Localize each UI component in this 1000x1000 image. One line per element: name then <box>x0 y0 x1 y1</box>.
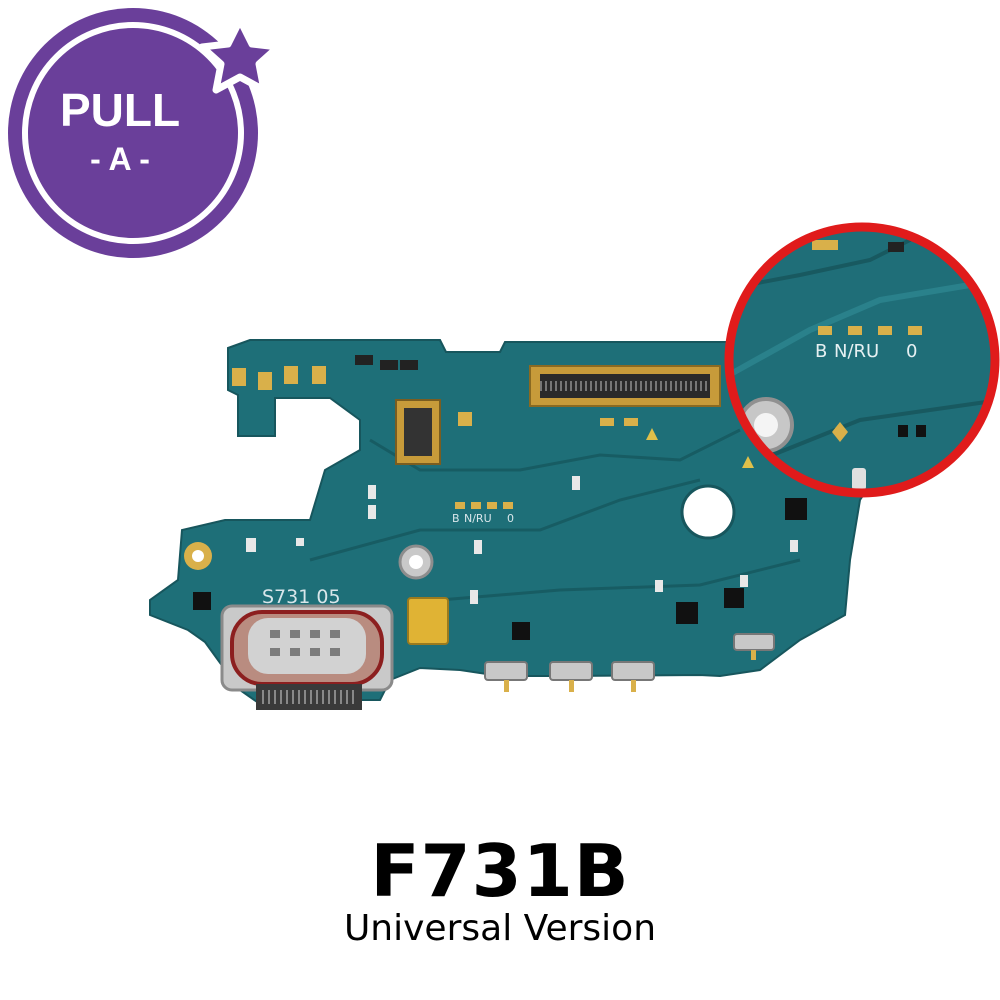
product-subtitle: Universal Version <box>343 908 657 949</box>
board-mark-zero: 0 <box>507 512 514 525</box>
smd-component <box>232 368 246 386</box>
pad <box>600 418 614 426</box>
board-mark-b: B <box>452 512 460 525</box>
logo-text-top: PULL <box>60 84 180 136</box>
logo-ring <box>22 22 244 244</box>
small-connector <box>395 399 441 465</box>
ic-chip <box>785 498 807 520</box>
smd-component <box>380 360 398 370</box>
ic-chip <box>512 622 530 640</box>
mounting-hole-center <box>409 555 423 569</box>
pad <box>624 418 638 426</box>
brand-logo: PULL - A - <box>8 8 282 258</box>
smd-component <box>258 372 272 390</box>
ic-chip <box>193 592 211 610</box>
zoom-inset: B N/RU 0 <box>724 222 1000 498</box>
pcb-trace <box>439 558 801 602</box>
product-model: F731B <box>370 829 630 913</box>
zoom-ring <box>724 222 1000 498</box>
button-contact <box>549 661 593 692</box>
inset-mark-zero: 0 <box>906 341 917 362</box>
usb-c-port <box>220 604 394 710</box>
microphone <box>407 597 449 645</box>
smd-component <box>312 366 326 384</box>
marker <box>646 428 658 440</box>
ic-chip <box>676 602 698 624</box>
smd-component <box>355 355 373 365</box>
cutout-hole <box>680 484 736 540</box>
logo-text-bottom: - A - <box>90 141 150 177</box>
inset-mark-region: N/RU <box>834 341 879 362</box>
flex-connector <box>529 365 721 407</box>
marker <box>742 456 754 468</box>
ic-chip <box>724 588 744 608</box>
smd-component <box>284 366 298 384</box>
ground-pad-hole <box>192 550 204 562</box>
button-contact <box>611 661 655 692</box>
button-contact <box>733 633 775 660</box>
inset-mark-b: B <box>815 341 827 362</box>
star-icon <box>198 16 282 94</box>
pad-row <box>455 502 513 509</box>
smd-resistors <box>246 476 798 604</box>
board-model-mark: S731 05 <box>262 586 341 608</box>
smd-component <box>400 360 418 370</box>
board-mark-region: N/RU <box>464 512 492 525</box>
button-contact <box>484 661 528 692</box>
pad <box>458 412 472 426</box>
logo-badge <box>8 8 258 258</box>
pcb-trace <box>309 478 701 562</box>
